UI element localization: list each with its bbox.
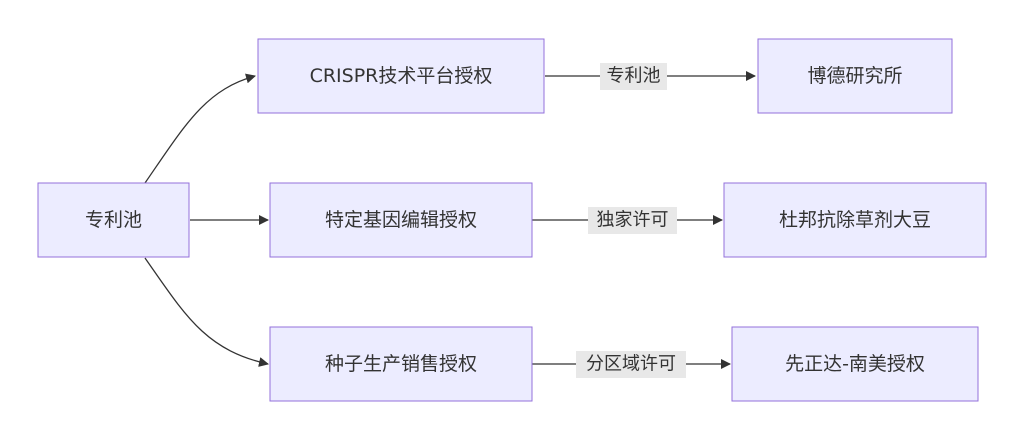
- node-syngenta-south-america[interactable]: 先正达-南美授权: [731, 326, 979, 402]
- edge-pool-to-crispr: [144, 73, 256, 184]
- edge-label-exclusive-license-text: 独家许可: [597, 210, 669, 231]
- node-gene-edit-license[interactable]: 特定基因编辑授权: [269, 182, 533, 258]
- node-syngenta-south-america-label: 先正达-南美授权: [785, 353, 925, 375]
- node-crispr-license[interactable]: CRISPR技术平台授权: [257, 38, 545, 114]
- node-dupont-soybean[interactable]: 杜邦抗除草剂大豆: [723, 182, 987, 258]
- edge-label-patent-pool-text: 专利池: [607, 66, 661, 87]
- node-broad-institute[interactable]: 博德研究所: [757, 38, 953, 114]
- edge-pool-to-seed: [144, 257, 269, 367]
- node-seed-license[interactable]: 种子生产销售授权: [269, 326, 533, 402]
- node-patent-pool-label: 专利池: [85, 209, 142, 231]
- node-crispr-license-label: CRISPR技术平台授权: [310, 65, 493, 87]
- node-seed-license-label: 种子生产销售授权: [325, 353, 477, 375]
- edge-label-regional-license: 分区域许可: [576, 351, 686, 378]
- edge-label-exclusive-license: 独家许可: [588, 207, 677, 234]
- node-gene-edit-license-label: 特定基因编辑授权: [325, 209, 477, 231]
- edge-label-patent-pool: 专利池: [600, 63, 667, 90]
- node-broad-institute-label: 博德研究所: [807, 65, 902, 87]
- node-patent-pool[interactable]: 专利池: [37, 182, 190, 258]
- edge-label-regional-license-text: 分区域许可: [586, 354, 676, 375]
- node-dupont-soybean-label: 杜邦抗除草剂大豆: [779, 209, 931, 231]
